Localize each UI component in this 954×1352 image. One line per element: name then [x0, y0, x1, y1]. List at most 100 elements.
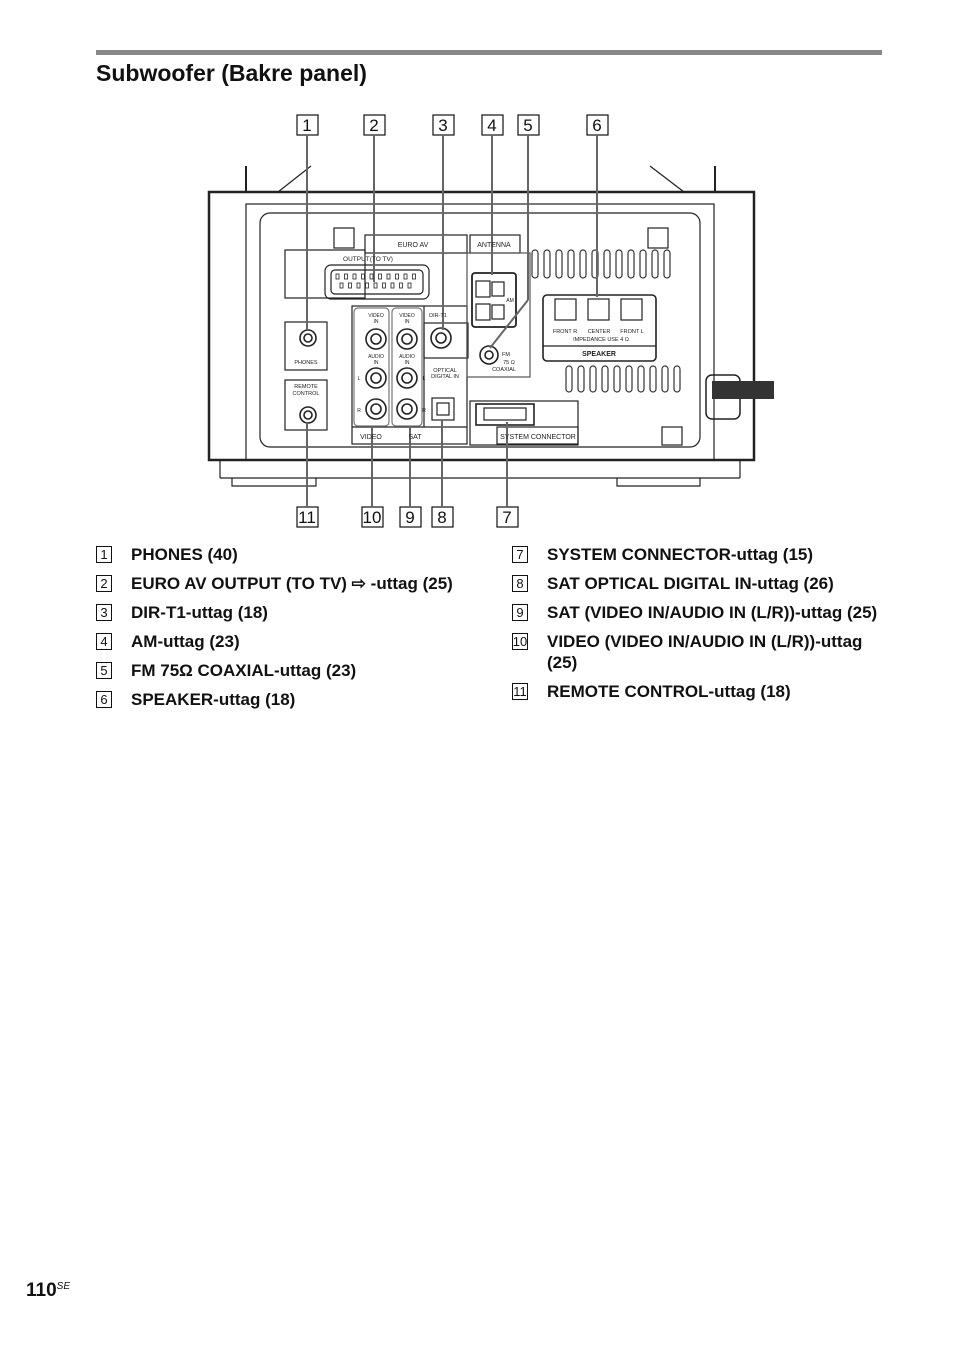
vent-slot	[603, 249, 611, 279]
label-remote-2: CONTROL	[293, 391, 320, 397]
label-sat-video-in-a: VIDEO	[399, 313, 415, 319]
vent-slot	[651, 249, 659, 279]
label-fm-c: COAXIAL	[492, 367, 516, 373]
vent-slot	[637, 365, 645, 393]
callout-6: 6	[592, 116, 601, 135]
label-video-in-a: VIDEO	[368, 313, 384, 319]
callout-9: 9	[405, 508, 414, 527]
scart-pin	[407, 282, 412, 289]
scart-pin	[369, 273, 374, 280]
vent-slot	[567, 249, 575, 279]
vent-slot	[663, 249, 671, 279]
scart-pin	[382, 282, 386, 289]
scart-pin	[386, 273, 391, 280]
label-system-connector: SYSTEM CONNECTOR	[500, 434, 576, 441]
vent-slot	[673, 365, 681, 393]
scart-pin	[373, 282, 378, 289]
vent-slot	[615, 249, 623, 279]
scart-pin	[403, 273, 408, 280]
vent-slot	[577, 365, 585, 393]
rear-panel-diagram: 1 2 3 4 5 6 11 10 9 8 7 EURO AV ANTENNA …	[207, 114, 774, 528]
label-sat-r: R	[422, 408, 426, 414]
label-r: R	[357, 408, 361, 414]
label-euro-av: EURO AV	[398, 242, 429, 249]
label-optical-a: OPTICAL	[433, 368, 457, 374]
label-video: VIDEO	[360, 434, 382, 441]
scart-pin	[390, 282, 395, 289]
scart-pin	[339, 282, 344, 289]
label-sat-l: L	[423, 376, 426, 382]
label-center: CENTER	[588, 329, 611, 335]
callout-4: 4	[487, 116, 496, 135]
section-title: Subwoofer (Bakre panel)	[96, 60, 367, 86]
vent-slot	[579, 249, 587, 279]
vent-slot	[613, 365, 621, 393]
label-impedance: IMPEDANCE USE 4 Ω	[573, 337, 629, 343]
label-audio-in-a: AUDIO	[368, 354, 384, 360]
scart-pin	[395, 273, 399, 280]
label-dir-t1: DIR-T1	[429, 313, 447, 319]
label-fm-b: 75 Ω	[503, 360, 515, 366]
vent-slot	[555, 249, 563, 279]
label-output-to-tv: OUTPUT(TO TV)	[343, 256, 393, 263]
vent-slot	[625, 365, 633, 393]
scart-pin	[399, 282, 403, 289]
scart-pin	[352, 273, 357, 280]
vent-slot	[601, 365, 609, 393]
label-audio-in-b: IN	[374, 360, 379, 366]
vent-slot	[531, 249, 539, 279]
callout-3: 3	[438, 116, 447, 135]
vent-slot	[627, 249, 635, 279]
label-phones: PHONES	[294, 360, 318, 366]
scart-pin	[348, 282, 352, 289]
scart-pin	[356, 282, 361, 289]
vent-slot	[639, 249, 647, 279]
header-rule	[96, 50, 882, 55]
callout-8: 8	[437, 508, 446, 527]
label-sat: SAT	[408, 434, 422, 441]
callout-5: 5	[523, 116, 532, 135]
label-sat-audio-in-b: IN	[405, 360, 410, 366]
page-number: 110SE	[26, 1280, 70, 1301]
label-sat-audio-in-a: AUDIO	[399, 354, 415, 360]
label-am: AM	[506, 298, 514, 304]
label-sat-video-in-b: IN	[405, 319, 410, 325]
vent-slot	[649, 365, 657, 393]
label-fm-a: FM	[502, 352, 510, 358]
vent-slot	[543, 249, 551, 279]
scart-pin	[335, 273, 340, 280]
vent-slot	[589, 365, 597, 393]
callout-10: 10	[363, 508, 382, 527]
label-antenna: ANTENNA	[477, 242, 511, 249]
scart-pin	[365, 282, 369, 289]
scart-pin	[412, 273, 416, 280]
callout-2: 2	[369, 116, 378, 135]
label-l: L	[358, 376, 361, 382]
scart-pin	[378, 273, 382, 280]
scart-pin	[344, 273, 348, 280]
label-video-in-b: IN	[374, 319, 379, 325]
label-front-r: FRONT R	[553, 329, 577, 335]
vent-slot	[565, 365, 573, 393]
label-remote-1: REMOTE	[294, 384, 318, 390]
label-optical-b: DIGITAL IN	[431, 374, 459, 380]
scart-pin	[361, 273, 365, 280]
vent-slot	[661, 365, 669, 393]
callout-7: 7	[502, 508, 511, 527]
label-front-l: FRONT L	[620, 329, 643, 335]
label-speaker: SPEAKER	[582, 351, 616, 358]
callout-11: 11	[298, 508, 316, 527]
